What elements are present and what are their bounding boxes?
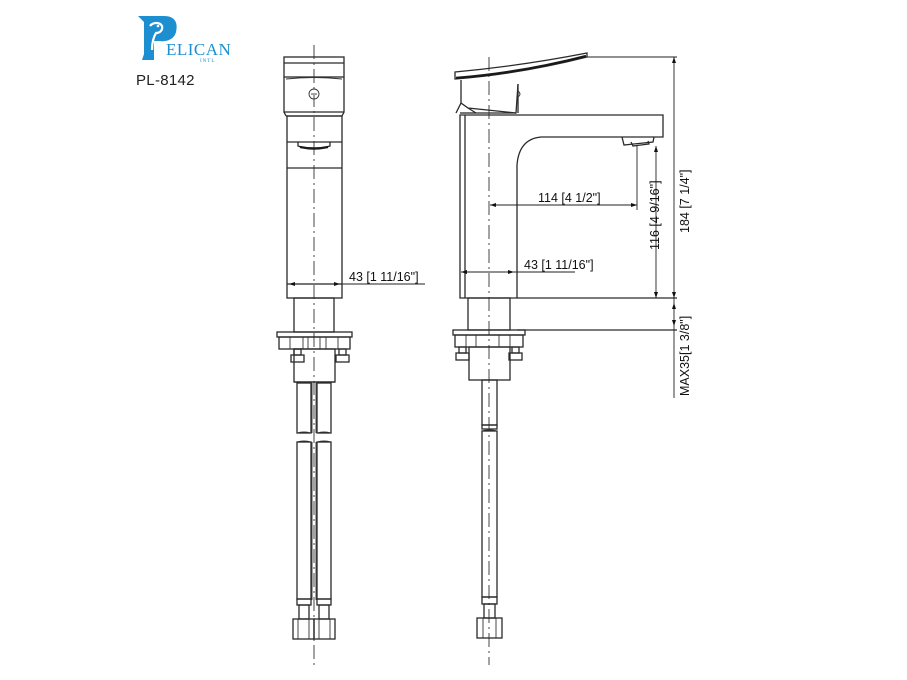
handle-screw-icon	[308, 88, 320, 100]
side-view: 114 [4 1/2"] 43 [1 11/16"] 116 [4 9/16"]…	[452, 52, 692, 665]
dim-max-deck-thickness: MAX35[1 3/8"]	[678, 316, 692, 396]
dim-spout-reach: 114 [4 1/2"]	[538, 191, 601, 205]
dim-spout-height: 116 [4 9/16"]	[648, 180, 662, 250]
model-number: PL-8142	[136, 72, 195, 89]
pelican-logo-icon	[138, 16, 177, 60]
dim-side-body-width: 43 [1 11/16"]	[524, 258, 594, 272]
front-view: 43 [1 11/16"]	[276, 45, 425, 665]
logo-subtitle: INTL	[200, 59, 216, 64]
dim-total-height: 184 [7 1/4"]	[678, 169, 692, 233]
dim-front-body-width: 43 [1 11/16"]	[349, 270, 419, 284]
logo-wordmark: ELICAN	[166, 40, 232, 59]
